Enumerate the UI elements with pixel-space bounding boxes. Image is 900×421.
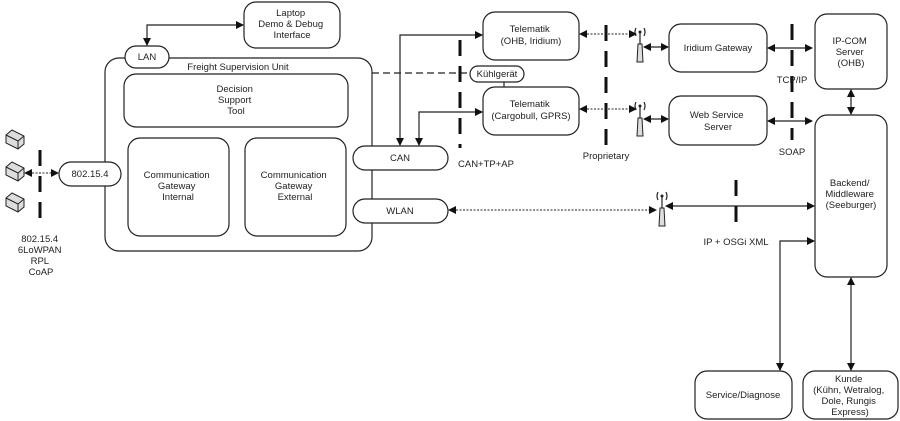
service-diagnose <box>694 370 793 420</box>
laptop-interface <box>243 1 341 49</box>
ipcom-label: IP-COM Server (OHB) <box>833 36 870 69</box>
gateway-external-label: Communication Gateway External <box>261 170 330 203</box>
port-wlan-label: WLAN <box>386 206 414 217</box>
decision-support-tool <box>123 73 349 128</box>
can-telematik-cargobull-link <box>415 108 483 146</box>
kuehlgeraet-label: Kühlgerät <box>477 69 518 80</box>
telematik-cargobull-label: Telematik (Cargobull, GPRS) <box>491 99 570 122</box>
ip-osgi-label: IP + OSGi XML <box>703 237 768 248</box>
port-802154-label: 802.15.4 <box>72 169 109 180</box>
laptop-label: Laptop Demo & Debug Interface <box>258 8 326 41</box>
port-lan-label: LAN <box>138 52 157 63</box>
gateway-internal-label: Communication Gateway Internal <box>144 170 213 203</box>
port-lan <box>124 45 170 69</box>
antenna-icon <box>634 27 668 227</box>
sensor-protocols-label: 802.15.4 6LoWPAN RPL CoAP <box>18 234 64 278</box>
decision-support-label: Decision Support Tool <box>216 84 255 117</box>
soap-label: SOAP <box>779 147 805 158</box>
port-802154 <box>58 161 122 187</box>
telematik-ohb-label: Telematik (OHB, Iridium) <box>501 24 562 47</box>
backend-label: Backend/ Middleware (Seeburger) <box>825 178 876 211</box>
backend-service-link <box>776 237 815 371</box>
web-service-label: Web Service Server <box>690 110 746 133</box>
iridium-gateway-label: Iridium Gateway <box>684 43 753 54</box>
lan-laptop-link <box>143 21 244 46</box>
fsu-title: Freight Supervision Unit <box>187 62 289 73</box>
kunde <box>802 370 899 420</box>
service-diagnose-label: Service/Diagnose <box>706 390 780 401</box>
gateway-external <box>244 137 347 237</box>
sensor-node-icon <box>5 129 25 213</box>
proprietary-label: Proprietary <box>583 151 630 162</box>
can-telematik-ohb-link <box>396 31 483 146</box>
tcpip-label: TCP/IP <box>777 75 808 86</box>
port-can-label: CAN <box>390 153 410 164</box>
gateway-internal <box>127 137 230 237</box>
port-can <box>352 145 449 171</box>
can-protocol-label: CAN+TP+AP <box>458 159 514 170</box>
kunde-label: Kunde (Kühn, Wetralog, Dole, Rungis Expr… <box>813 374 887 418</box>
